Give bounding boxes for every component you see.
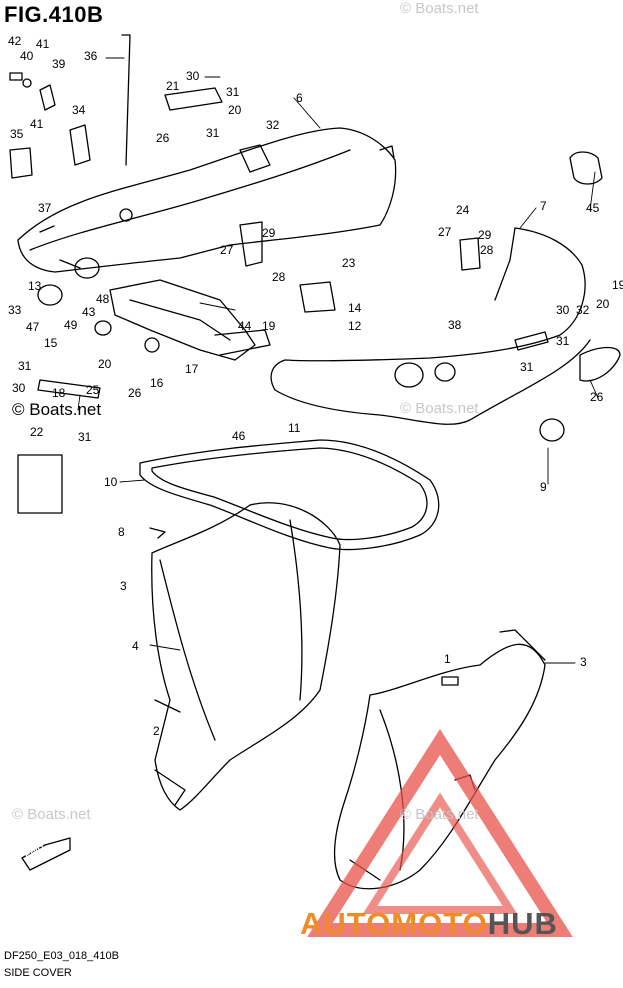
- callout-number: 44: [238, 319, 252, 333]
- callout-number: 2: [153, 724, 160, 738]
- callout-number: 19: [612, 278, 623, 292]
- callout-number: 30: [186, 69, 200, 83]
- callout-number: 36: [84, 49, 98, 63]
- brand-part-hub: HUB: [487, 906, 558, 941]
- small-parts: [9, 34, 621, 713]
- callout-number: 18: [52, 386, 66, 400]
- brand-wordmark: AUTOMOTOHUB: [300, 906, 558, 942]
- brand-triangle: [307, 728, 573, 937]
- brand-part-auto: AUTO: [300, 906, 392, 941]
- fwd-arrow-shape: [21, 837, 71, 871]
- callout-number: 31: [206, 126, 220, 140]
- figure-code: DF250_E03_018_410B: [4, 950, 119, 962]
- callout-number: 6: [296, 91, 303, 105]
- callout-number: 40: [20, 49, 34, 63]
- watermark-primary: © Boats.net: [12, 400, 102, 419]
- callout-number: 42: [8, 34, 22, 48]
- callout-number: 30: [556, 303, 570, 317]
- watermark-faint-mid: © Boats.net: [400, 400, 479, 417]
- callout-number: 20: [228, 103, 242, 117]
- callout-number: 26: [128, 386, 142, 400]
- callout-number: 30: [12, 381, 26, 395]
- watermark-faint-bottom-right: © Boats.net: [400, 806, 479, 823]
- inner-bracket: [109, 279, 271, 361]
- callout-number: 28: [480, 243, 494, 257]
- callout-number: 3: [120, 579, 127, 593]
- callout-number: 31: [556, 334, 570, 348]
- callout-number: 13: [28, 279, 42, 293]
- callout-number: 32: [266, 118, 280, 132]
- seal-frame: [139, 439, 440, 551]
- callout-number: 27: [220, 243, 234, 257]
- figure-title: FIG.410B: [4, 2, 104, 27]
- callout-number: 41: [36, 37, 50, 51]
- callout-number: 20: [98, 357, 112, 371]
- callout-number: 41: [30, 117, 44, 131]
- side-cover-lower-port: [151, 502, 341, 811]
- callout-number: 31: [78, 430, 92, 444]
- callout-number: 29: [262, 226, 276, 240]
- callout-number: 26: [590, 390, 604, 404]
- callout-number: 24: [456, 203, 470, 217]
- callout-number: 22: [30, 425, 44, 439]
- callout-number: 21: [166, 79, 180, 93]
- callout-number: 12: [348, 319, 362, 333]
- callout-number: 17: [185, 362, 199, 376]
- callout-number: 25: [86, 383, 100, 397]
- callout-number: 15: [44, 336, 58, 350]
- callout-number: 20: [596, 297, 610, 311]
- callout-number: 43: [82, 305, 96, 319]
- callout-number: 31: [226, 85, 240, 99]
- callout-number: 31: [18, 359, 32, 373]
- side-cover-upper-port: [17, 127, 397, 273]
- callout-number: 19: [262, 319, 276, 333]
- callout-number: 34: [72, 103, 86, 117]
- watermark-faint-bottom: © Boats.net: [12, 806, 91, 823]
- callout-number: 39: [52, 57, 66, 71]
- callout-number: 9: [540, 480, 547, 494]
- leader-lines: [77, 57, 599, 664]
- callout-number: 5: [0, 0, 7, 3]
- callout-number: 10: [104, 475, 118, 489]
- callout-number: 47: [26, 320, 40, 334]
- callout-number: 3: [580, 655, 587, 669]
- callout-number: 14: [348, 301, 362, 315]
- callout-number: 48: [96, 292, 110, 306]
- callout-number: 1: [444, 652, 451, 666]
- callout-number: 28: [272, 270, 286, 284]
- callout-number: 27: [438, 225, 452, 239]
- callout-number: 45: [586, 201, 600, 215]
- callout-number: 37: [38, 201, 52, 215]
- figure-name: SIDE COVER: [4, 967, 72, 979]
- callout-number: 11: [288, 421, 301, 435]
- callout-number: 46: [232, 429, 246, 443]
- callout-number: 7: [540, 199, 547, 213]
- callout-number: 23: [342, 256, 356, 270]
- brand-triangle-inner: [362, 792, 518, 914]
- callout-number: 4: [132, 639, 139, 653]
- callout-number: 8: [118, 525, 125, 539]
- watermark-faint-top: © Boats.net: [400, 0, 479, 17]
- brand-part-moto: MOTO: [391, 906, 488, 941]
- callout-number: 49: [64, 318, 78, 332]
- callout-number: 32: [576, 303, 590, 317]
- callout-number: 38: [448, 318, 462, 332]
- callout-number: 33: [8, 303, 22, 317]
- callout-number: 29: [478, 228, 492, 242]
- side-cover-upper-starboard: [270, 227, 591, 425]
- callout-number: 35: [10, 127, 24, 141]
- callout-number: 26: [156, 131, 170, 145]
- callout-number: 31: [520, 360, 534, 374]
- callout-number: 16: [150, 376, 164, 390]
